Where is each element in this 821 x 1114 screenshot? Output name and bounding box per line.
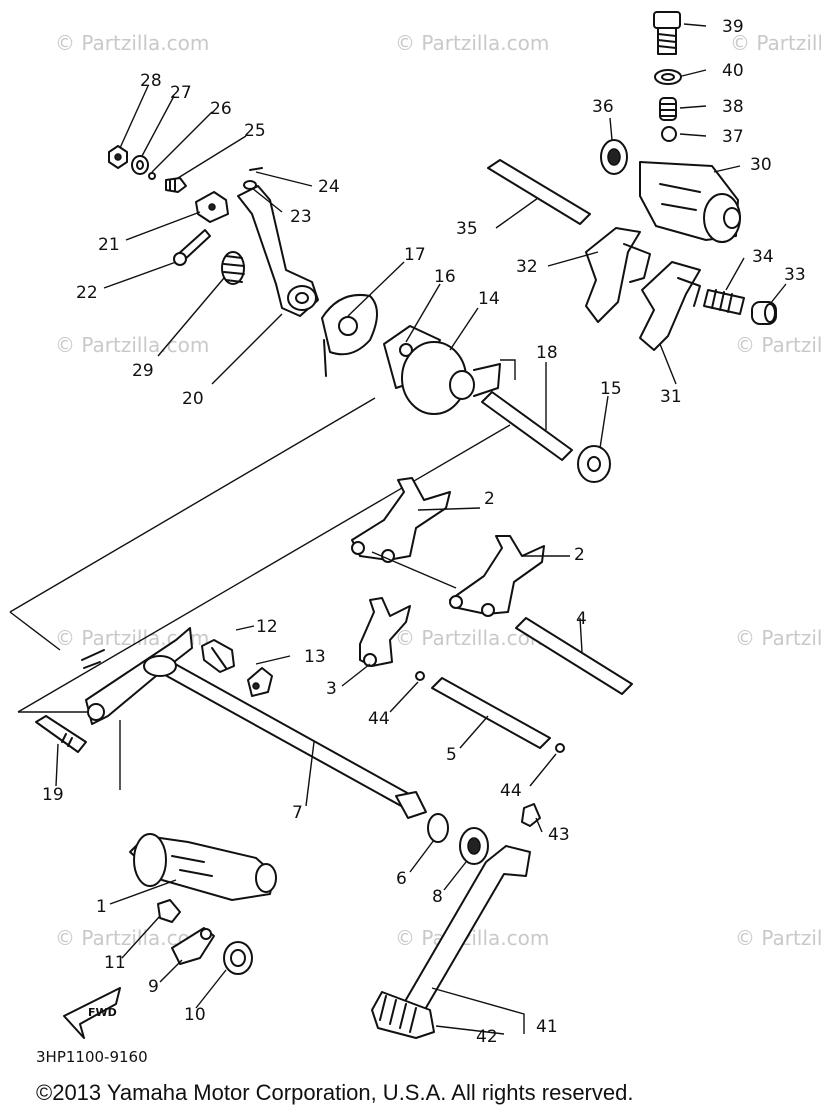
callout-20: 20 bbox=[182, 389, 204, 409]
callout-22: 22 bbox=[76, 283, 98, 303]
callout-44b: 44 bbox=[500, 781, 522, 801]
callout-27: 27 bbox=[170, 83, 192, 103]
callout-24: 24 bbox=[318, 177, 340, 197]
callout-11: 11 bbox=[104, 953, 126, 973]
watermark: © Partzilla.com bbox=[735, 626, 821, 650]
watermark: © Partzilla.com bbox=[735, 333, 821, 357]
callout-33: 33 bbox=[784, 265, 806, 285]
watermark: © Partzilla.com bbox=[55, 333, 209, 357]
callout-21: 21 bbox=[98, 235, 120, 255]
callout-14: 14 bbox=[478, 289, 500, 309]
watermark: © Partzilla.com bbox=[395, 31, 549, 55]
assembly-outline bbox=[9, 359, 516, 790]
callout-32: 32 bbox=[516, 257, 538, 277]
callout-30: 30 bbox=[750, 155, 772, 175]
watermark: © Partzilla.com bbox=[55, 31, 209, 55]
fwd-label: FWD bbox=[88, 1006, 117, 1019]
leader-lines bbox=[55, 23, 787, 1035]
shift-pedal bbox=[371, 845, 531, 1039]
callout-43: 43 bbox=[548, 825, 570, 845]
watermark: © Partzilla.com bbox=[735, 926, 821, 950]
callout-25: 25 bbox=[244, 121, 266, 141]
callout-26: 26 bbox=[210, 99, 232, 119]
callout-28: 28 bbox=[140, 71, 162, 91]
callout-2b: 2 bbox=[574, 545, 585, 565]
callout-7: 7 bbox=[292, 803, 303, 823]
callout-1: 1 bbox=[96, 897, 107, 917]
callout-3: 3 bbox=[326, 679, 337, 699]
callout-2a: 2 bbox=[484, 489, 495, 509]
callout-31: 31 bbox=[660, 387, 682, 407]
callout-41: 41 bbox=[536, 1017, 558, 1037]
callout-16: 16 bbox=[434, 267, 456, 287]
shift-arm-assembly bbox=[108, 145, 501, 415]
callout-18: 18 bbox=[536, 343, 558, 363]
callout-34: 34 bbox=[752, 247, 774, 267]
callout-10: 10 bbox=[184, 1005, 206, 1025]
shift-shaft-assembly: FWD bbox=[35, 627, 541, 1039]
shift-drum-assembly bbox=[487, 11, 777, 351]
callout-38: 38 bbox=[722, 97, 744, 117]
callout-36: 36 bbox=[592, 97, 614, 117]
fork-assembly bbox=[351, 391, 633, 753]
callout-12: 12 bbox=[256, 617, 278, 637]
watermark: © Partzilla.com bbox=[730, 31, 821, 55]
callout-6: 6 bbox=[396, 869, 407, 889]
copyright-notice: ©2013 Yamaha Motor Corporation, U.S.A. A… bbox=[36, 1080, 633, 1105]
callout-23: 23 bbox=[290, 207, 312, 227]
callout-17: 17 bbox=[404, 245, 426, 265]
diagram-code: 3HP1100-9160 bbox=[36, 1048, 148, 1066]
callout-44a: 44 bbox=[368, 709, 390, 729]
callout-8: 8 bbox=[432, 887, 443, 907]
callout-4: 4 bbox=[576, 609, 587, 629]
callout-39: 39 bbox=[722, 17, 744, 37]
callout-5: 5 bbox=[446, 745, 457, 765]
callout-37: 37 bbox=[722, 127, 744, 147]
callout-13: 13 bbox=[304, 647, 326, 667]
callout-15: 15 bbox=[600, 379, 622, 399]
callout-35: 35 bbox=[456, 219, 478, 239]
callout-9: 9 bbox=[148, 977, 159, 997]
callout-labels: 28 27 26 25 24 23 21 22 29 20 17 16 14 1… bbox=[42, 17, 806, 1047]
callout-42: 42 bbox=[476, 1027, 498, 1047]
callout-29: 29 bbox=[132, 361, 154, 381]
callout-40: 40 bbox=[722, 61, 744, 81]
callout-19: 19 bbox=[42, 785, 64, 805]
